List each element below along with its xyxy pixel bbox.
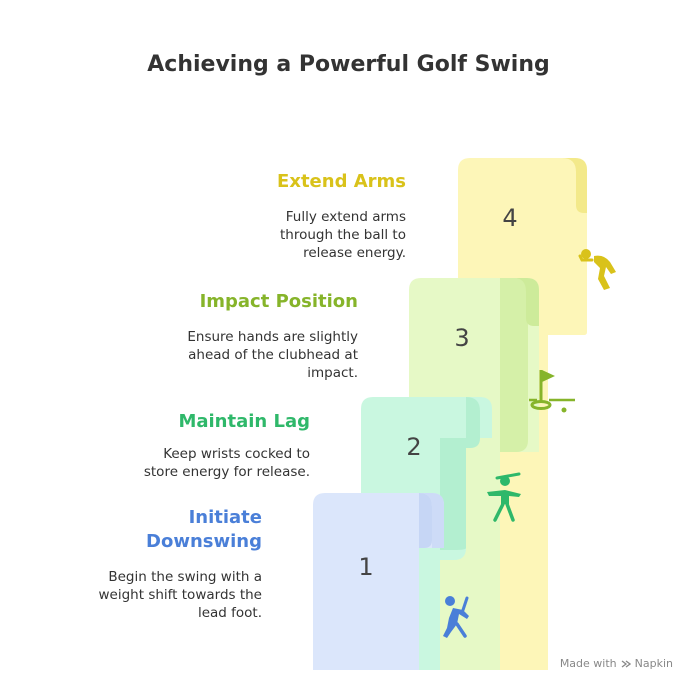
step-1-title-line: Initiate [188,507,262,528]
step-1-description: Begin the swing with a weight shift towa… [99,568,262,622]
golfer-swing-icon [443,596,469,638]
golfer-follow-through-icon [578,249,616,290]
step-3-desc-line: impact. [307,365,358,381]
step-3-desc-line: ahead of the clubhead at [188,347,358,363]
step-2-title: Maintain Lag [178,411,310,432]
napkin-logo-icon [621,659,631,668]
step-1-desc-line: Begin the swing with a [108,569,262,585]
step-4-desc-line: Fully extend arms [285,209,406,225]
step-4-desc-line: through the ball to [280,227,406,243]
step-2-description: Keep wrists cocked to store energy for r… [144,445,310,481]
step-2-number: 2 [406,433,422,461]
made-with-napkin: Made with Napkin [560,657,673,670]
step-2-desc-line: store energy for release. [143,464,310,480]
footer-label: Made with [559,657,617,670]
step-2-desc-line: Keep wrists cocked to [163,446,310,462]
step-4-description: Fully extend arms through the ball to re… [280,208,406,262]
step-3-number: 3 [454,324,470,352]
step-4-title: Extend Arms [277,171,406,192]
step-3-title: Impact Position [199,291,358,312]
step-1-desc-line: weight shift towards the [98,587,262,603]
step-1-title-line: Downswing [146,531,262,552]
golfer-backswing-icon [487,472,521,522]
step-1-desc-line: lead foot. [197,605,262,621]
step-4-desc-line: release energy. [303,245,406,261]
diagram-title: Achieving a Powerful Golf Swing [147,52,550,77]
step-3-desc-line: Ensure hands are slightly [187,329,358,345]
scroll-step-1 [313,493,444,670]
scroll-step-3 [409,278,539,670]
step-1-title: Initiate Downswing [146,506,262,554]
step-1-number: 1 [358,553,374,581]
footer-brand: Napkin [634,657,673,670]
golf-flag-icon [529,370,575,413]
step-3-description: Ensure hands are slightly ahead of the c… [187,328,358,382]
step-4-number: 4 [502,204,518,232]
